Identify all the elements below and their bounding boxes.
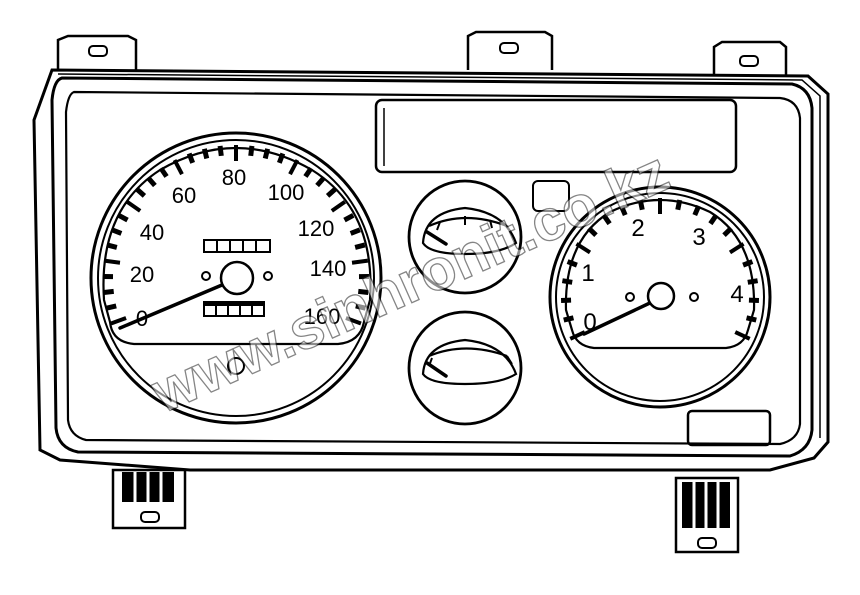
speedometer-tick [186,152,196,164]
tachometer-tick [745,315,757,323]
tachometer-tick [561,278,573,285]
speedometer-tick [330,200,347,213]
tachometer-scale-labels: 0 1 2 3 4 [581,215,743,336]
speed-label-80: 80 [222,165,246,190]
upper-small-gauge-needle [425,230,448,246]
mount-bracket-top-right [712,40,788,76]
speedometer-tick [325,187,337,198]
housing-outline [32,68,830,472]
tachometer-tick [566,259,578,268]
speed-label-120: 120 [298,216,335,241]
speedometer-tick [172,159,184,176]
speedometer-tick [158,166,169,178]
speedometer-dial-face [102,147,372,346]
tachometer-tick [569,330,586,341]
tach-label-1: 1 [581,260,594,287]
tachometer-tick [692,204,701,217]
tachometer-tick [563,315,575,323]
tachometer-indicator-dot-right [689,292,699,302]
bezel-outer [50,76,814,458]
speedometer-tick [217,145,224,157]
tachometer-tick [747,278,759,285]
odometer-counter [203,239,271,253]
speedometer-tick [315,176,326,188]
mount-bracket-top-center [466,30,554,70]
connector-right [674,476,740,554]
speedometer-tick [117,213,129,223]
speed-label-40: 40 [140,220,164,245]
speedometer: 0 20 40 60 80 100 120 140 160 [89,131,383,425]
speedometer-tick [355,303,367,311]
speedometer-indicator-dot-right [263,271,273,281]
speedometer-tick [110,316,127,326]
speedometer-tick [349,227,361,236]
lower-small-gauge-needle [425,361,448,378]
tachometer-tick [587,226,598,237]
tachometer-needle-hub [646,281,676,311]
speedometer-ticks [102,145,370,326]
speed-label-20: 20 [130,262,154,287]
lower-small-gauge [407,310,523,426]
tachometer-tick [708,213,719,226]
speedometer-scale-labels: 0 20 40 60 80 100 120 140 160 [130,165,347,331]
trip-reset-knob [227,357,245,375]
trip-counter [203,301,265,317]
upper-display-window [374,98,738,174]
tachometer-tick [601,213,612,226]
speedometer-tick [288,159,300,176]
speedometer-tick [135,187,147,198]
tach-label-2: 2 [631,215,644,242]
speedometer-tick [106,242,118,250]
speedometer-tick [103,288,115,295]
speed-label-160: 160 [304,304,341,329]
speedometer-tick [125,200,142,213]
tachometer-tick [734,330,751,341]
speedometer-tick [345,316,362,326]
mount-bracket-top-left [56,34,138,70]
speedometer-needle [118,283,224,330]
speedometer-tick [201,148,210,160]
speedometer-tick [276,152,286,164]
speed-label-100: 100 [268,180,305,205]
tachometer-tick [619,204,628,217]
speedometer-tick [262,148,271,160]
tachometer-tick [575,242,592,255]
speedometer-tick [103,258,121,265]
tach-label-4: 4 [730,281,743,308]
speedometer-tick [351,258,369,265]
speedometer-tick [248,145,255,157]
bezel-inner [64,90,802,446]
speedometer-tick [354,242,366,250]
tachometer-ticks [560,198,760,341]
tachometer: 0 1 2 3 4 [548,185,772,409]
tachometer-tick [742,259,754,268]
indicator-lamp-bottom-right [686,409,772,447]
tachometer-tick [722,226,733,237]
speedometer-tick [343,213,355,223]
tachometer-needle [582,300,654,336]
speedometer-tick [111,227,123,236]
upper-small-gauge [407,179,523,295]
tach-label-3: 3 [692,224,705,251]
speedometer-tick [303,166,314,178]
speedometer-tick [146,176,157,188]
tachometer-tick [728,242,745,255]
connector-left [111,468,187,530]
speedometer-needle-hub [219,260,255,296]
speedometer-tick [105,303,117,311]
speed-label-140: 140 [310,256,347,281]
speedometer-indicator-dot-left [201,271,211,281]
tachometer-tick [675,199,683,211]
housing-lip [57,73,821,438]
indicator-lamp-center [532,180,570,212]
tachometer-tick [637,199,645,211]
speed-label-60: 60 [172,183,196,208]
tachometer-indicator-dot-left [625,292,635,302]
speedometer-tick [357,288,369,295]
